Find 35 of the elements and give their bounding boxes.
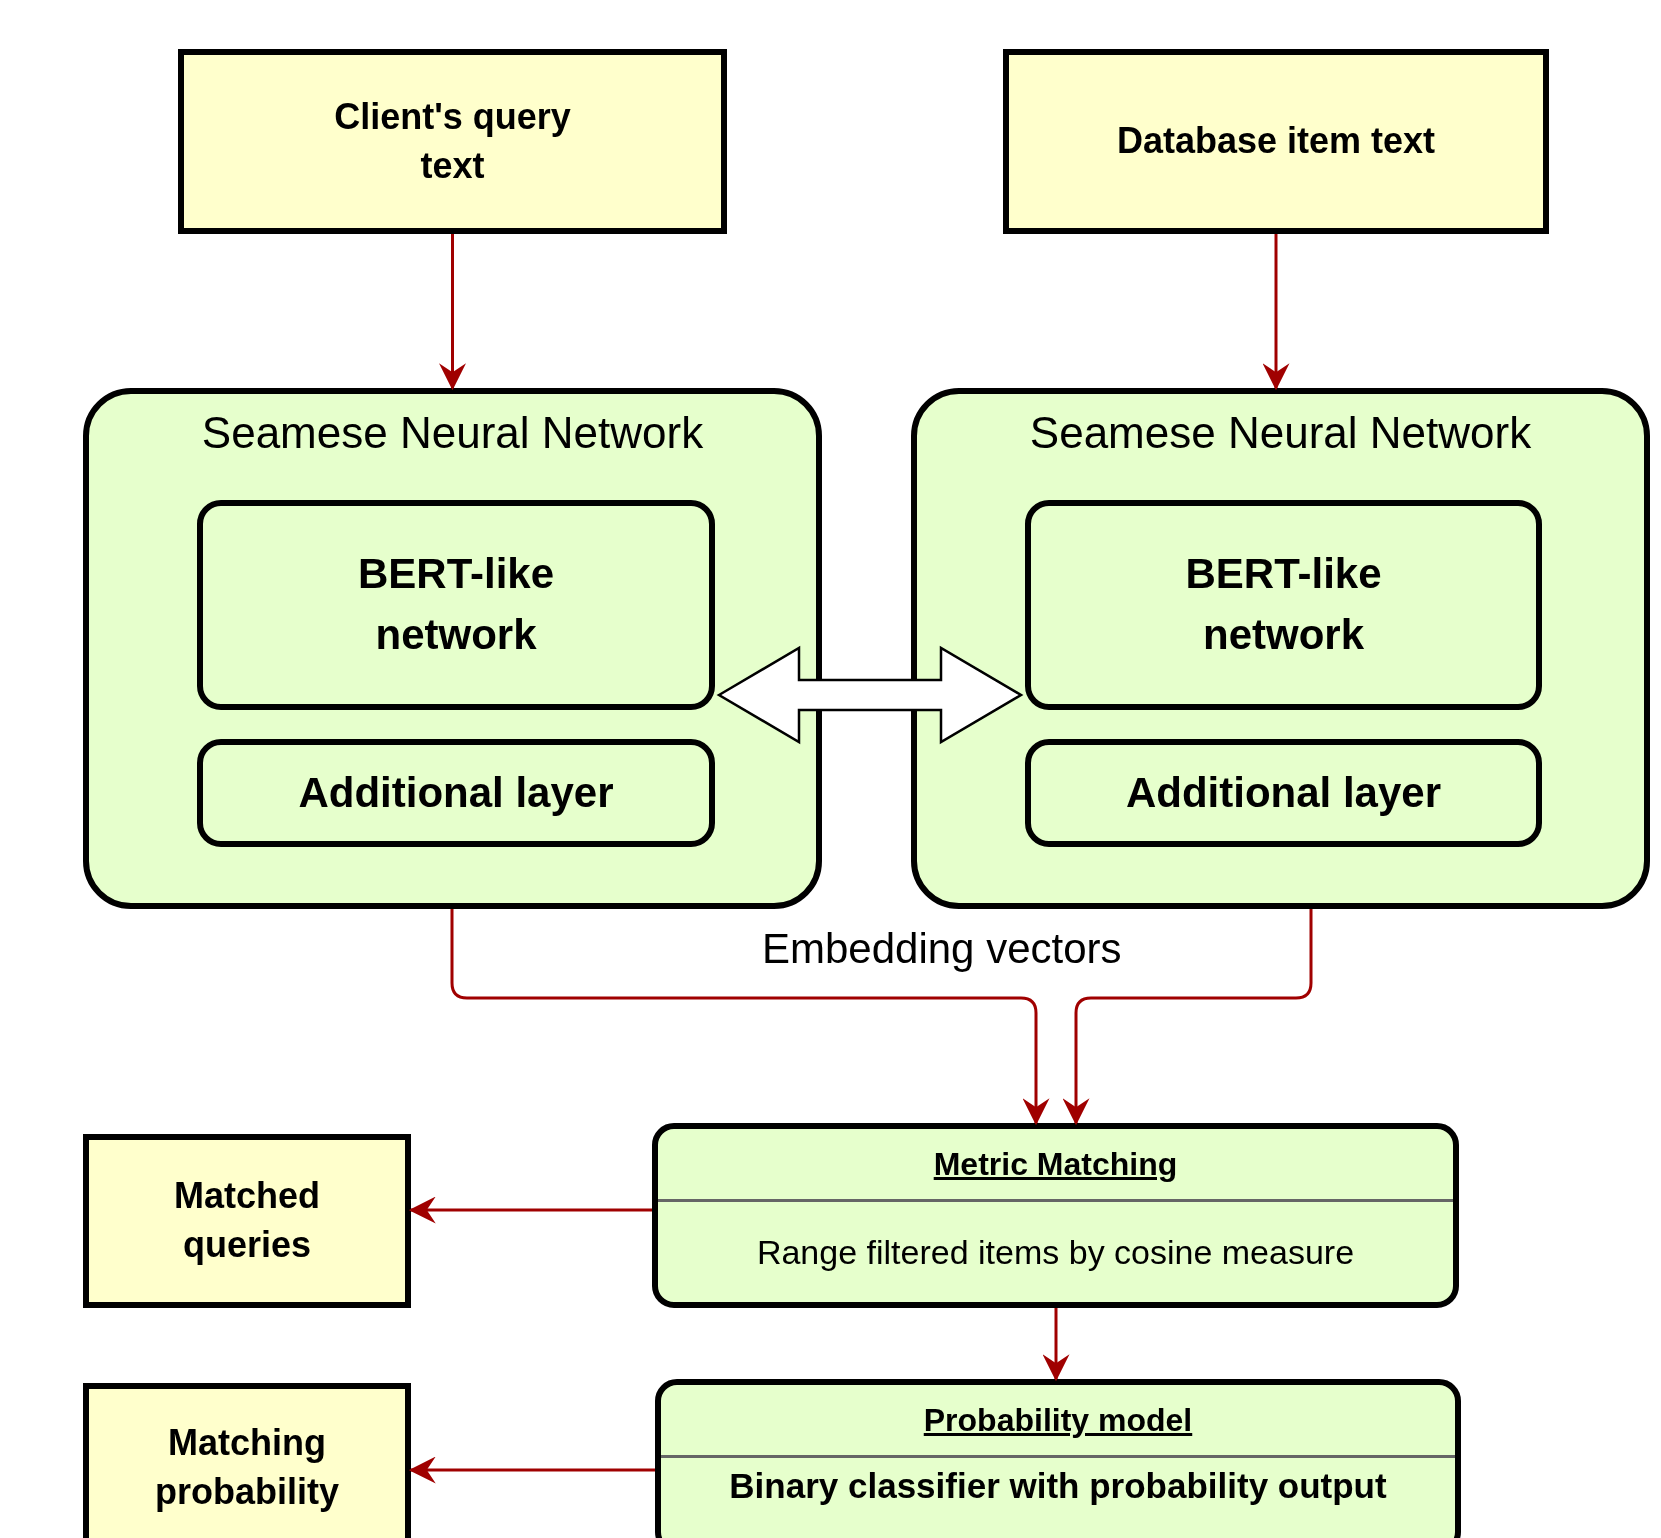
process-box xyxy=(652,1123,1459,1308)
network-container xyxy=(911,388,1650,909)
body-text: Binary classifier with probability output xyxy=(729,1466,1387,1506)
node-label: Additional layer xyxy=(1125,767,1442,818)
input-output-box xyxy=(83,1134,411,1308)
input-output-box xyxy=(83,1383,411,1538)
process-box xyxy=(655,1379,1461,1538)
container-title: Seamese Neural Network xyxy=(200,408,705,458)
arrow xyxy=(1042,1308,1070,1382)
layer-box xyxy=(1025,739,1542,847)
double-arrow xyxy=(716,645,1024,745)
node-label: Matching probability xyxy=(154,1421,340,1514)
input-output-box xyxy=(178,49,727,234)
arrow xyxy=(1062,909,1313,1126)
layer-box xyxy=(197,500,715,710)
layer-box xyxy=(197,739,715,847)
arrow xyxy=(439,234,466,391)
node-label: Database item text xyxy=(1116,119,1436,164)
arrow xyxy=(1262,234,1290,391)
body-text: Range filtered items by cosine measure xyxy=(756,1232,1355,1272)
header-text: Probability model xyxy=(923,1401,1193,1439)
container-title: Seamese Neural Network xyxy=(1028,408,1533,458)
node-label: BERT-like network xyxy=(1184,549,1383,660)
node-label: Client's query text xyxy=(334,94,571,188)
network-container xyxy=(83,388,822,909)
node-label: Matched queries xyxy=(173,1174,321,1267)
header-text: Metric Matching xyxy=(933,1145,1178,1183)
annotation-text: Embedding vectors xyxy=(762,925,1122,973)
arrow xyxy=(408,1456,655,1484)
node-label: BERT-like network xyxy=(356,549,556,660)
input-output-box xyxy=(1003,49,1549,234)
layer-box xyxy=(1025,500,1542,710)
arrow xyxy=(450,909,1050,1126)
node-label: Additional layer xyxy=(298,767,614,818)
arrow xyxy=(408,1196,652,1224)
